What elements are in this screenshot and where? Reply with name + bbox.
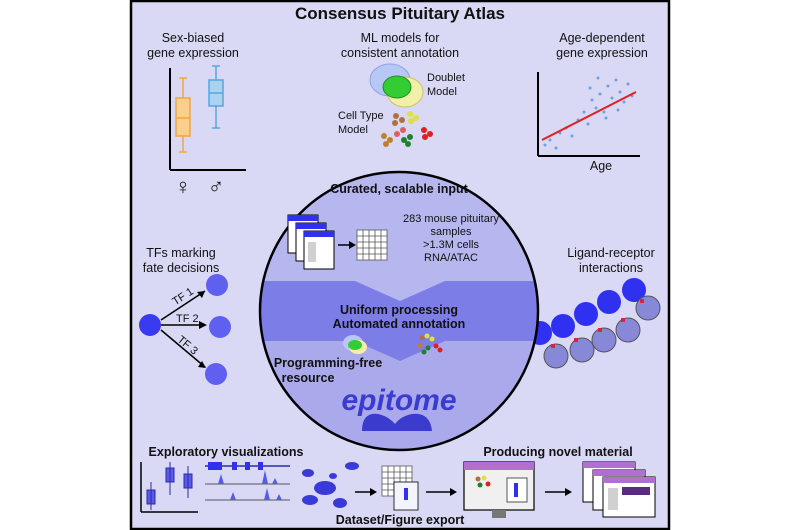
epitome-logo: epitome: [341, 384, 457, 431]
age-axis-label: Age: [590, 159, 612, 173]
automated-annotation-label: Automated annotation: [333, 317, 466, 331]
ligand-receptor-label-2: interactions: [579, 261, 643, 275]
ml-models-label-1: ML models for: [361, 31, 440, 45]
genome-tracks-icon: [205, 462, 290, 501]
matrix-grid-icon: [356, 229, 388, 261]
programming-free-label-1: Programming-free: [274, 356, 382, 370]
stats-line-2: samples: [431, 226, 472, 238]
tfs-label-2: fate decisions: [143, 261, 219, 275]
age-dependent-label-2: gene expression: [556, 46, 648, 60]
curated-input-label: Curated, scalable input: [330, 182, 468, 196]
male-boxplot: [208, 65, 224, 129]
fate-node-1: [206, 274, 228, 296]
umap-cluster-icon: [302, 462, 359, 508]
annotation-clusters-icon: [417, 333, 443, 355]
ml-models-panel: ML models for consistent annotation Doub…: [338, 31, 465, 147]
stats-line-3: >1.3M cells: [423, 239, 479, 251]
annotation-venn-icon: [343, 335, 367, 354]
female-boxplot: [175, 77, 191, 153]
programming-free-label-2: resource: [282, 371, 335, 385]
sex-biased-label-2: gene expression: [147, 46, 239, 60]
bottom-strip: Exploratory visualizations Producing nov…: [140, 445, 656, 527]
export-matrix-icon: [381, 465, 419, 511]
fate-node-2: [209, 316, 231, 338]
ligand-receptor-label-1: Ligand-receptor: [567, 246, 655, 260]
sample-documents-icon: [287, 214, 335, 270]
monitor-icon: [463, 461, 535, 518]
svg-text:epitome: epitome: [341, 384, 456, 417]
venn-inner-circle: [382, 75, 412, 99]
uniform-processing-label: Uniform processing: [340, 303, 458, 317]
sex-biased-label-1: Sex-biased: [162, 31, 225, 45]
cell-type-model-label-1: Cell Type: [338, 110, 384, 122]
age-dependent-label-1: Age-dependent: [559, 31, 645, 45]
progenitor-node: [139, 314, 161, 336]
sex-biased-panel: Sex-biased gene expression ♀ ♂: [147, 31, 246, 199]
figure-title: Consensus Pituitary Atlas: [295, 4, 505, 23]
exploratory-visualizations-label: Exploratory visualizations: [149, 445, 304, 459]
boxplots-icon: [140, 462, 198, 513]
stats-line-4: RNA/ATAC: [424, 252, 478, 264]
age-dependent-panel: Age-dependent gene expression Age: [537, 31, 648, 173]
fate-node-3: [205, 363, 227, 385]
female-symbol-icon: ♀: [175, 174, 192, 199]
tfs-label-1: TFs marking: [146, 246, 216, 260]
dataset-figure-export-label: Dataset/Figure export: [336, 513, 465, 527]
doublet-model-label-1: Doublet: [427, 72, 465, 84]
ml-models-label-2: consistent annotation: [341, 46, 459, 60]
male-symbol-icon: ♂: [208, 174, 225, 199]
receptor-markers: [551, 299, 644, 348]
doublet-model-label-2: Model: [427, 86, 457, 98]
center-circle: Curated, scalable input 283 mouse pituit…: [258, 170, 540, 452]
stats-line-1: 283 mouse pituitary: [403, 213, 499, 225]
cell-type-model-label-2: Model: [338, 124, 368, 136]
cell-type-clusters: [381, 111, 433, 147]
regression-line: [541, 91, 637, 141]
tf2-label: TF 2: [176, 313, 199, 325]
producing-material-label: Producing novel material: [483, 445, 632, 459]
output-documents-icon: [582, 461, 656, 518]
